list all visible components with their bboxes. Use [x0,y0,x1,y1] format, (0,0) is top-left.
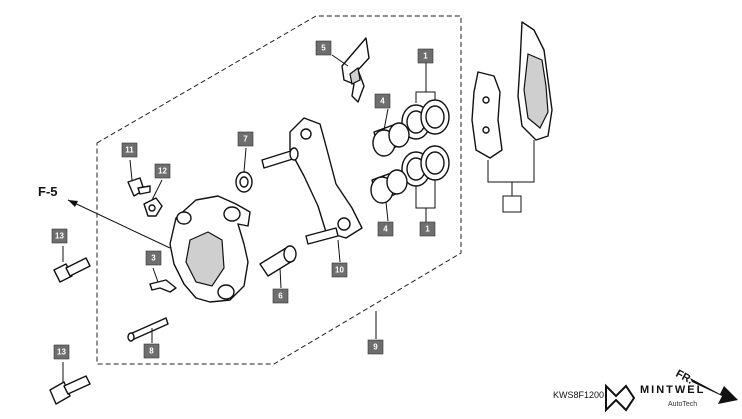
callout-1-lower: 1 [419,221,436,237]
svg-text:4: 4 [383,225,388,234]
mounting-bolt-lower [49,375,91,405]
callout-13-upper: 13 [51,228,68,244]
callout-4-upper: 4 [374,93,391,109]
callout-1-upper: 1 [417,48,434,64]
brake-pad-outer [517,21,553,141]
reference-arrow [67,199,171,249]
piston-upper [372,122,410,157]
caliper-bracket [289,117,363,239]
slide-pin-bolt [259,245,297,277]
callout-4-lower: 4 [377,221,394,237]
svg-text:AutoTech: AutoTech [668,401,697,408]
bleed-cap [143,197,163,217]
pad-pin-clip [149,279,177,293]
svg-text:MINTWEL: MINTWEL [640,384,705,396]
callout-10: 10 [331,262,348,278]
svg-text:13: 13 [57,348,66,357]
callout-pad-set [502,195,522,213]
svg-text:12: 12 [158,167,167,176]
pad-pin [127,317,169,342]
svg-text:1: 1 [425,225,430,234]
mounting-bolt-upper [53,257,91,283]
callout-9: 9 [367,339,384,355]
piston-seals-upper [401,99,450,140]
svg-text:3: 3 [151,254,156,263]
pin-boot [235,171,253,193]
svg-text:11: 11 [125,146,134,155]
bleed-screw [127,177,151,197]
bracket-pin-lower [305,227,339,245]
svg-text:1: 1 [423,52,428,61]
callout-12: 12 [154,163,171,179]
watermark-logo: MINTWEL AutoTech [605,383,705,413]
svg-text:9: 9 [373,343,378,352]
svg-text:4: 4 [380,97,385,106]
piston-lower [370,169,408,204]
assembly-boundary [96,15,462,365]
caliper-body [169,195,251,303]
svg-text:8: 8 [149,347,154,356]
callout-11: 11 [121,142,138,158]
reference-label: F-5 [38,184,58,199]
callout-8: 8 [143,343,160,359]
piston-seals-lower [401,145,450,187]
callout-6: 6 [272,288,289,304]
diagram-code: KWS8F1200 [553,390,604,400]
svg-text:7: 7 [243,135,248,144]
svg-text:10: 10 [335,266,344,275]
svg-text:5: 5 [321,44,326,53]
svg-text:13: 13 [55,232,64,241]
brake-pad-inner [471,71,503,159]
leader-lines [62,54,535,382]
callout-3: 3 [145,250,162,266]
callout-13-lower: 13 [53,344,70,360]
pad-spring [341,37,370,103]
bracket-pin-upper [261,147,299,169]
callout-7: 7 [237,131,254,147]
callout-5: 5 [315,40,332,56]
svg-text:6: 6 [278,292,283,301]
